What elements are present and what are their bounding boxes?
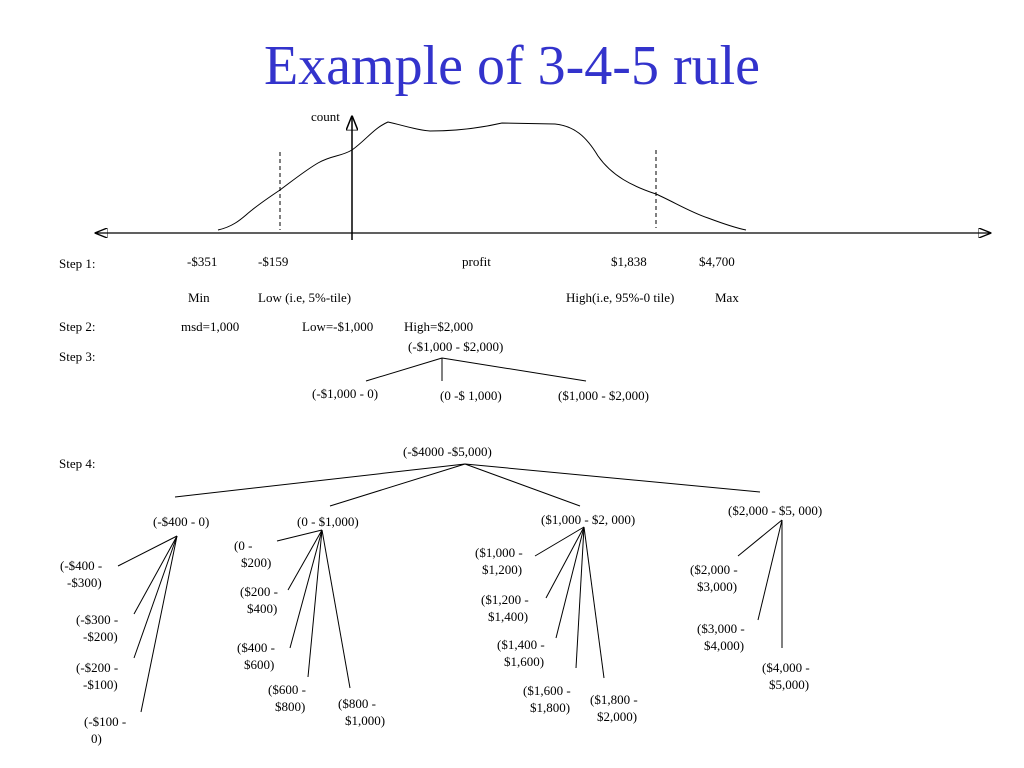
step4-leaf-branch	[287, 529, 323, 591]
step4-leaf-label: (0 -$200)	[234, 538, 271, 570]
step4-group-label: (0 - $1,000)	[297, 514, 359, 529]
y-axis-label: count	[311, 109, 340, 124]
step4-leaf-label: ($3,000 -$4,000)	[697, 621, 745, 653]
step4-leaf-label: ($4,000 -$5,000)	[762, 660, 810, 692]
slide-title: Example of 3-4-5 rule	[263, 35, 761, 97]
step4-group-label: (-$400 - 0)	[153, 514, 209, 529]
step4-leaf-label: ($200 -$400)	[240, 584, 278, 616]
step3-child: ($1,000 - $2,000)	[558, 388, 649, 403]
step4-group-label: ($1,000 - $2, 000)	[541, 512, 635, 527]
step2-msd: msd=1,000	[181, 319, 239, 334]
step4-leaf-branch	[289, 529, 323, 649]
step4-branch	[174, 463, 466, 498]
step4-leaf-label: ($600 -$800)	[268, 682, 306, 714]
step4-leaf-label: ($2,000 -$3,000)	[690, 562, 738, 594]
step3-root: (-$1,000 - $2,000)	[408, 339, 503, 354]
step4-leaf-label: ($1,000 -$1,200)	[475, 545, 523, 577]
step4-leaf-branch	[117, 535, 178, 567]
step2-high: High=$2,000	[404, 319, 473, 334]
step4-leaf-branch	[133, 535, 178, 659]
step1-max-value: $4,700	[699, 254, 735, 269]
step4-leaf-label: (-$300 --$200)	[76, 612, 118, 644]
step4-leaf-branch	[133, 535, 178, 615]
step2-label: Step 2:	[59, 319, 95, 334]
step4-branch	[464, 463, 761, 493]
step1-low-value: -$159	[258, 254, 288, 269]
step4-leaf-branch	[307, 529, 323, 678]
distribution-curve	[217, 121, 747, 231]
step4-leaf-label: ($400 -$600)	[237, 640, 275, 672]
step4-leaf-branch	[276, 529, 323, 542]
step1-high-value: $1,838	[611, 254, 647, 269]
step4-label: Step 4:	[59, 456, 95, 471]
step4-leaf-branch	[140, 535, 178, 713]
step4-leaf-branch	[575, 526, 585, 669]
step4-leaves: (-$400 --$300) (-$300 --$200) (-$200 --$10…	[60, 519, 810, 746]
step1-high-caption: High(i.e, 95%-0 tile)	[566, 290, 674, 305]
step4-leaf-label: (-$400 --$300)	[60, 558, 102, 590]
step4-leaf-branch	[534, 526, 585, 557]
step4-leaf-label: ($800 -$1,000)	[338, 696, 385, 728]
step4-branch	[329, 463, 466, 507]
step4-leaf-label: ($1,600 -$1,800)	[523, 683, 571, 715]
step4-leaf-branch	[555, 526, 585, 639]
step4-group-label: ($2,000 - $5, 000)	[728, 503, 822, 518]
step2-low: Low=-$1,000	[302, 319, 373, 334]
step1-max-caption: Max	[715, 290, 739, 305]
x-axis-label: profit	[462, 254, 491, 269]
step1-low-caption: Low (i.e, 5%-tile)	[258, 290, 351, 305]
step4-root: (-$4000 -$5,000)	[403, 444, 492, 459]
step4-leaf-label: ($1,800 -$2,000)	[590, 692, 638, 724]
step4-leaf-branch	[583, 526, 605, 679]
step1-min-caption: Min	[188, 290, 210, 305]
step4-leaf-label: (-$100 -0)	[84, 714, 126, 746]
step1-label: Step 1:	[59, 256, 95, 271]
step3-child: (-$1,000 - 0)	[312, 386, 378, 401]
step4-leaf-label: ($1,200 -$1,400)	[481, 592, 529, 624]
step4-leaf-label: ($1,400 -$1,600)	[497, 637, 545, 669]
step3-branch	[365, 357, 443, 382]
step4-leaf-branch	[757, 519, 783, 621]
step3-branch	[441, 357, 587, 382]
step4-branch	[464, 463, 581, 507]
step3-child: (0 -$ 1,000)	[440, 388, 502, 403]
step4-leaf-branch	[321, 529, 351, 689]
step3-label: Step 3:	[59, 349, 95, 364]
step4-leaf-branch	[737, 519, 783, 557]
step4-leaf-label: (-$200 --$100)	[76, 660, 118, 692]
step4-leaf-branch	[545, 526, 585, 599]
step1-min-value: -$351	[187, 254, 217, 269]
